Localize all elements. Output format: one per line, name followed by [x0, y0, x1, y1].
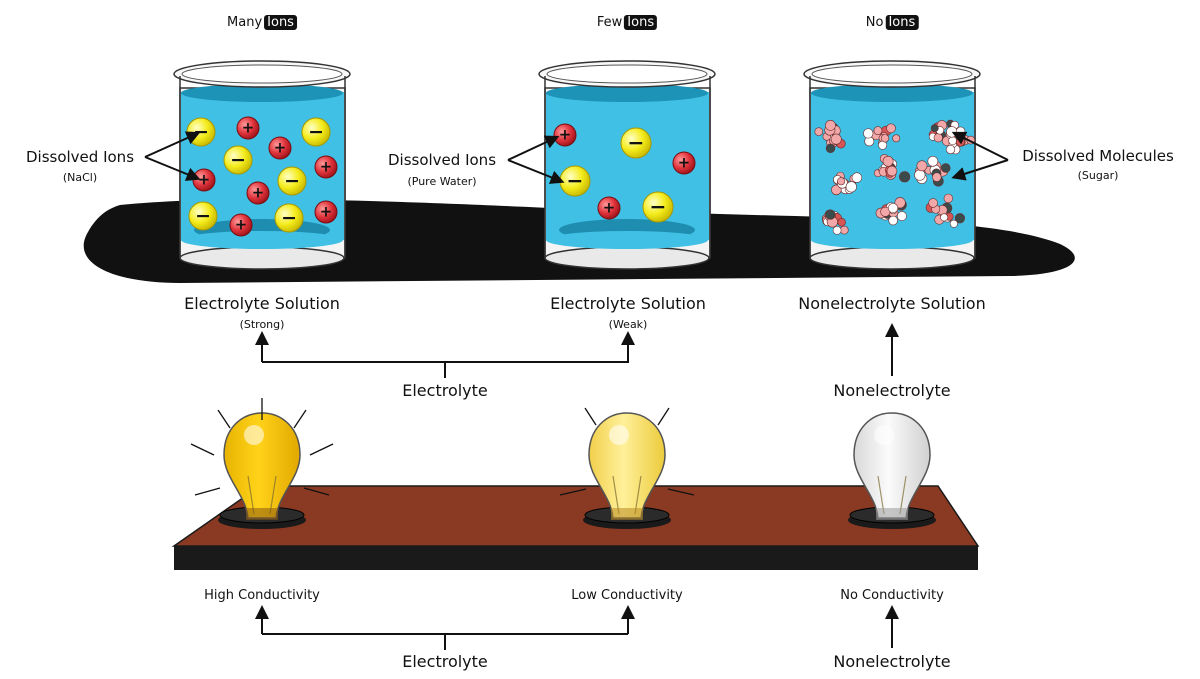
callout-water-title: Dissolved Ions [387, 151, 497, 169]
group-bracket-top [261, 336, 629, 378]
solution-weak-title: Electrolyte Solution [550, 294, 706, 313]
group-nonelectrolyte-top: Nonelectrolyte [833, 381, 951, 400]
sugar-molecule [821, 209, 849, 235]
callout-sugar-title: Dissolved Molecules [1022, 147, 1174, 165]
sugar-molecule [925, 193, 965, 228]
group-nonelectrolyte-bottom: Nonelectrolyte [833, 652, 951, 671]
group-electrolyte-bottom: Electrolyte [402, 652, 488, 671]
callout-line-water-upper [507, 135, 560, 161]
conductivity-high: High Conductivity [204, 588, 320, 603]
minus-sign: − [281, 207, 297, 229]
minus-sign: − [628, 130, 645, 154]
negative-ion: − [274, 203, 304, 233]
bulb-bright [190, 398, 334, 529]
callout-line-nacl-upper [144, 131, 201, 158]
group-electrolyte-top: Electrolyte [402, 381, 488, 400]
plus-sign: + [320, 203, 332, 221]
negative-ion: − [277, 166, 307, 196]
minus-sign: − [195, 205, 211, 227]
plus-sign: + [235, 216, 247, 234]
plus-sign: + [274, 139, 286, 157]
plus-sign: + [603, 199, 615, 217]
minus-sign: − [567, 168, 584, 192]
callout-nacl-sub: (NaCl) [62, 171, 98, 184]
negative-ion: − [642, 191, 674, 223]
ions-tag: Ions [624, 15, 658, 30]
negative-ion: − [559, 165, 591, 197]
minus-sign: − [230, 149, 246, 171]
solution-strong-sub: (Strong) [239, 318, 285, 331]
positive-ion: + [597, 196, 621, 220]
ions-layer: −+−+−++−+−+−++−+−+− [186, 116, 696, 237]
negative-ion: − [223, 145, 253, 175]
sugar-molecule [831, 171, 863, 196]
positive-ion: + [314, 155, 338, 179]
plus-sign: + [198, 171, 210, 189]
conductivity-board [171, 485, 980, 570]
callout-line-sugar-lower [951, 159, 1009, 181]
plus-sign: + [242, 119, 254, 137]
callout-nacl-title: Dissolved Ions [25, 148, 135, 166]
minus-sign: − [308, 121, 324, 143]
solution-weak-sub: (Weak) [608, 318, 648, 331]
positive-ion: + [246, 181, 270, 205]
bulb-dim [559, 407, 695, 529]
positive-ion: + [236, 116, 260, 140]
sugar-molecule [814, 120, 846, 154]
callout-line-sugar-upper [951, 131, 1009, 161]
solution-strong-title: Electrolyte Solution [184, 294, 340, 313]
conductivity-none: No Conductivity [840, 588, 944, 603]
callout-line-water-lower [507, 159, 565, 184]
negative-ion: − [620, 127, 652, 159]
solution-non-title: Nonelectrolyte Solution [798, 294, 986, 313]
minus-sign: − [193, 121, 209, 143]
positive-ion: + [314, 200, 338, 224]
plus-sign: + [559, 126, 571, 144]
callout-sugar-sub: (Sugar) [1077, 169, 1119, 182]
negative-ion: − [188, 201, 218, 231]
bulb-off [848, 412, 936, 529]
beaker-weak [538, 60, 716, 270]
sugar-molecule [914, 155, 951, 187]
negative-ion: − [301, 117, 331, 147]
ions-tag: Ions [264, 15, 297, 30]
plus-sign: + [320, 158, 332, 176]
minus-sign: − [284, 170, 300, 192]
ions-tag: Ions [885, 15, 919, 30]
callout-line-nacl-lower [144, 156, 201, 181]
sugar-molecule [873, 154, 911, 183]
sugar-molecule [928, 119, 959, 147]
positive-ion: + [229, 213, 253, 237]
sugar-molecule [875, 197, 907, 226]
conductivity-low: Low Conductivity [571, 588, 683, 603]
plus-sign: + [678, 154, 690, 172]
positive-ion: + [553, 123, 577, 147]
plus-sign: + [252, 184, 264, 202]
sugar-molecule [863, 123, 901, 150]
minus-sign: − [650, 194, 667, 218]
negative-ion: − [186, 117, 216, 147]
callout-water-sub: (Pure Water) [407, 175, 477, 188]
positive-ion: + [672, 151, 696, 175]
positive-ion: + [268, 136, 292, 160]
positive-ion: + [192, 168, 216, 192]
